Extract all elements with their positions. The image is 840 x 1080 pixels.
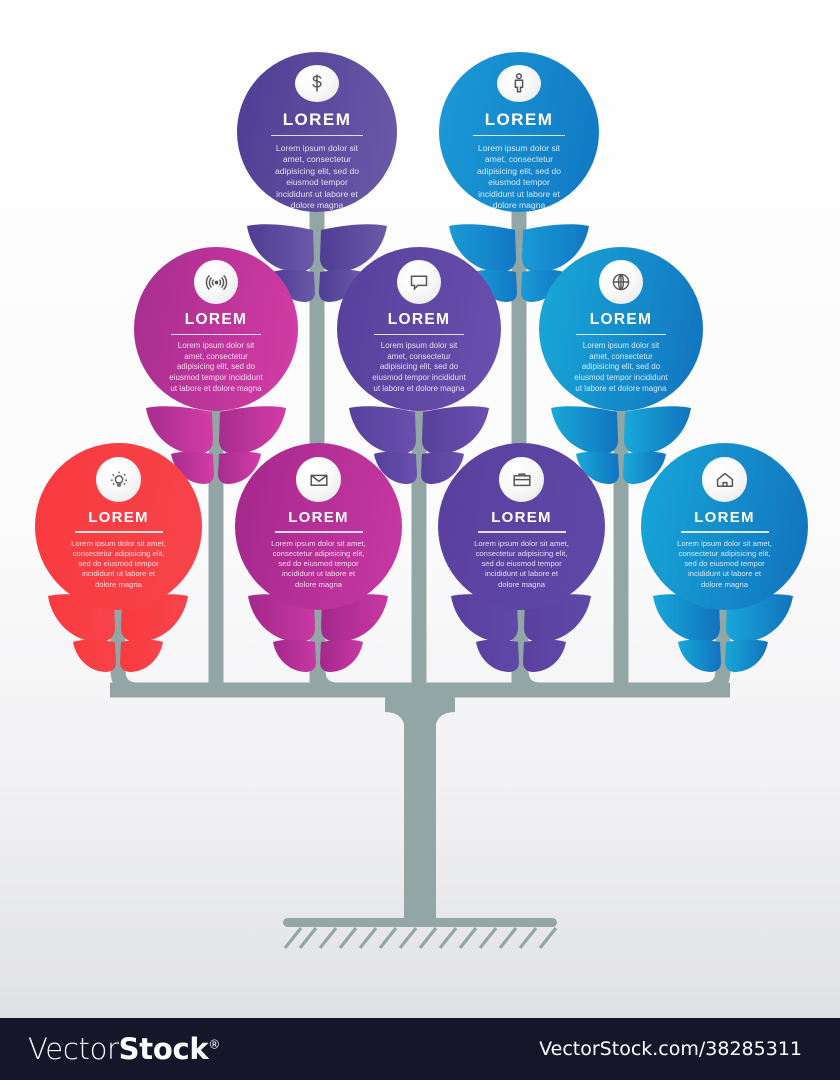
dollar-icon (295, 65, 339, 102)
node-description: Lorem ipsum dolor sit amet, consectetur … (677, 538, 772, 589)
lightbulb-icon (96, 457, 141, 502)
watermark-bar: VectorStock® VectorStock.com/38285311 (0, 1018, 840, 1080)
node-mail[interactable]: LOREM Lorem ipsum dolor sit amet, consec… (235, 443, 402, 610)
watermark-url: VectorStock.com/38285311 (539, 1038, 802, 1060)
logo-bold-part: Stock (118, 1032, 209, 1066)
node-divider (576, 333, 666, 335)
node-description: Lorem ipsum dolor sit amet, consectetur … (71, 538, 166, 589)
node-title: LOREM (88, 509, 149, 526)
node-divider (74, 531, 163, 533)
node-work[interactable]: LOREM Lorem ipsum dolor sit amet, consec… (438, 443, 605, 610)
node-title: LOREM (282, 109, 352, 129)
node-divider (374, 333, 464, 335)
speech-bubble-icon (397, 260, 441, 304)
node-title: LOREM (184, 311, 248, 328)
node-signal[interactable]: LOREM Lorem ipsum dolor sit amet, consec… (134, 247, 298, 411)
node-divider (477, 531, 566, 533)
node-divider (271, 134, 363, 136)
node-divider (680, 531, 769, 533)
node-person[interactable]: LOREM Lorem ipsum dolor sit amet, consec… (439, 52, 599, 212)
node-description: Lorem ipsum dolor sit amet, consectetur … (574, 341, 668, 393)
briefcase-icon (499, 457, 544, 502)
logo-thin-part: Vector (28, 1032, 119, 1066)
node-idea[interactable]: LOREM Lorem ipsum dolor sit amet, consec… (35, 443, 202, 610)
globe-icon (599, 260, 643, 304)
node-description: Lorem ipsum dolor sit amet, consectetur … (169, 341, 263, 393)
node-money[interactable]: LOREM Lorem ipsum dolor sit amet, consec… (237, 52, 397, 212)
node-divider (274, 531, 363, 533)
node-divider (473, 134, 565, 136)
person-icon (497, 65, 541, 102)
envelope-icon (296, 457, 341, 502)
node-description: Lorem ipsum dolor sit amet, consectetur … (474, 538, 569, 589)
node-chat[interactable]: LOREM Lorem ipsum dolor sit amet, consec… (337, 247, 501, 411)
node-title: LOREM (589, 311, 653, 328)
house-icon (702, 457, 747, 502)
node-globe[interactable]: LOREM Lorem ipsum dolor sit amet, consec… (539, 247, 703, 411)
node-title: LOREM (288, 509, 349, 526)
node-title: LOREM (387, 311, 451, 328)
wireless-signal-icon (194, 260, 238, 304)
node-title: LOREM (491, 509, 552, 526)
node-title: LOREM (694, 509, 755, 526)
node-description: Lorem ipsum dolor sit amet, consectetur … (476, 142, 562, 211)
node-title: LOREM (484, 109, 554, 129)
registered-mark: ® (208, 1037, 221, 1052)
node-description: Lorem ipsum dolor sit amet, consectetur … (372, 341, 466, 393)
node-description: Lorem ipsum dolor sit amet, consectetur … (274, 142, 360, 211)
node-divider (171, 333, 261, 335)
vectorstock-logo: VectorStock® (28, 1032, 220, 1066)
node-description: Lorem ipsum dolor sit amet, consectetur … (271, 538, 366, 589)
node-home[interactable]: LOREM Lorem ipsum dolor sit amet, consec… (641, 443, 808, 610)
